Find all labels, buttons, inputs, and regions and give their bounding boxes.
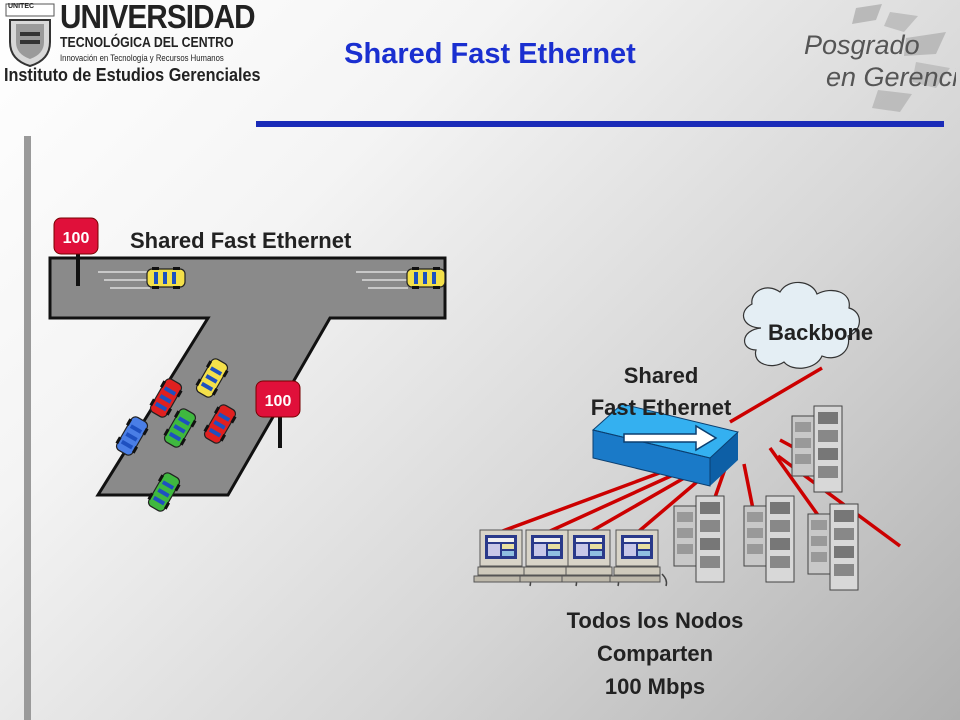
road-analogy-diagram: 100 100 [48,217,447,515]
logo-right-line1: Posgrado [804,30,920,60]
server-1 [791,405,843,493]
sign-top-value: 100 [63,230,90,247]
car-yellow-left [146,266,186,290]
server-4 [807,503,859,591]
hub-label-line1: Shared [623,363,699,388]
swoosh-mark-icon [852,4,950,112]
unitec-crest-icon [5,3,55,68]
backbone-label: Backbone [768,320,874,345]
motion-lines [98,271,408,289]
logo-tagline: Innovación en Tecnología y Recursos Huma… [60,53,224,63]
sign-bottom-value: 100 [265,393,292,410]
logo-name: UNIVERSIDAD [60,0,256,35]
arrow-right-icon [623,424,718,452]
server-3 [743,495,795,583]
road-label: Shared Fast Ethernet [130,228,352,253]
logo-right-line2: en Gerencia [826,62,956,92]
network-diagram [473,281,902,591]
page-title: Shared Fast Ethernet [344,38,636,70]
left-rule [24,136,31,720]
server-2 [673,495,725,583]
posgrado-logo: Posgrado en Gerencia [804,4,956,112]
speed-sign-top: 100 [53,217,99,286]
caption-line3: 100 Mbps [604,674,706,699]
caption-line1: Todos los Nodos [566,608,744,633]
car-yellow-right [406,266,446,290]
hub-switch [591,403,740,487]
workstation-4 [609,529,668,587]
header-divider [256,121,944,127]
speed-sign-bottom: 100 [255,380,301,448]
hub-label: Shared Fast Ethernet [556,360,766,424]
logo-institute: Instituto de Estudios Gerenciales [4,65,261,85]
logo-badge: UNITEC [8,3,35,10]
hub-label-line2: Fast Ethernet [590,395,732,420]
logo-subname: TECNOLÓGICA DEL CENTRO [60,34,234,51]
caption-line2: Comparten [596,641,714,666]
backbone-cloud [742,281,860,369]
nodes-caption: Todos los Nodos Comparten 100 Mbps [520,604,790,703]
university-logo: UNITEC UNIVERSIDAD TECNOLÓGICA DEL CENTR… [0,0,261,90]
road-surface [48,256,447,497]
